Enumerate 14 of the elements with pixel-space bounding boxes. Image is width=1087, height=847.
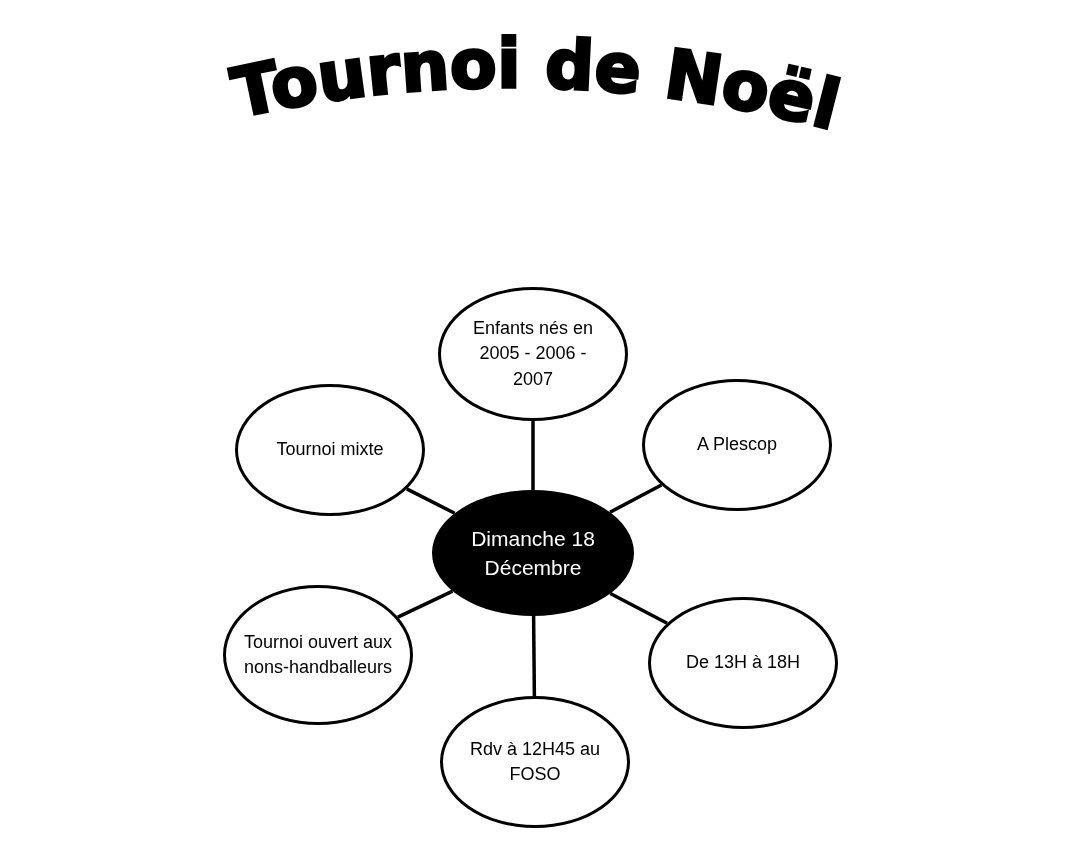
connector-line (397, 589, 454, 619)
connector-line (405, 487, 456, 515)
bubble-text: Enfants nés en 2005 - 2006 - 2007 (471, 317, 595, 391)
connector-line (609, 483, 663, 514)
bubble-text: Dimanche 18 Décembre (470, 525, 596, 581)
title: Tournoi de Noël (225, 24, 848, 146)
connector-line (609, 591, 668, 625)
bubble-text: Tournoi ouvert aux nons-handballeurs (243, 630, 393, 679)
connector-line (531, 616, 537, 696)
bubble-text: De 13H à 18H (685, 651, 801, 675)
bubble-text: Tournoi mixte (276, 438, 384, 462)
bubble-text: Rdv à 12H45 au FOSO (468, 737, 602, 786)
connector-line (531, 421, 535, 490)
bubble-text: A Plescop (696, 433, 778, 457)
